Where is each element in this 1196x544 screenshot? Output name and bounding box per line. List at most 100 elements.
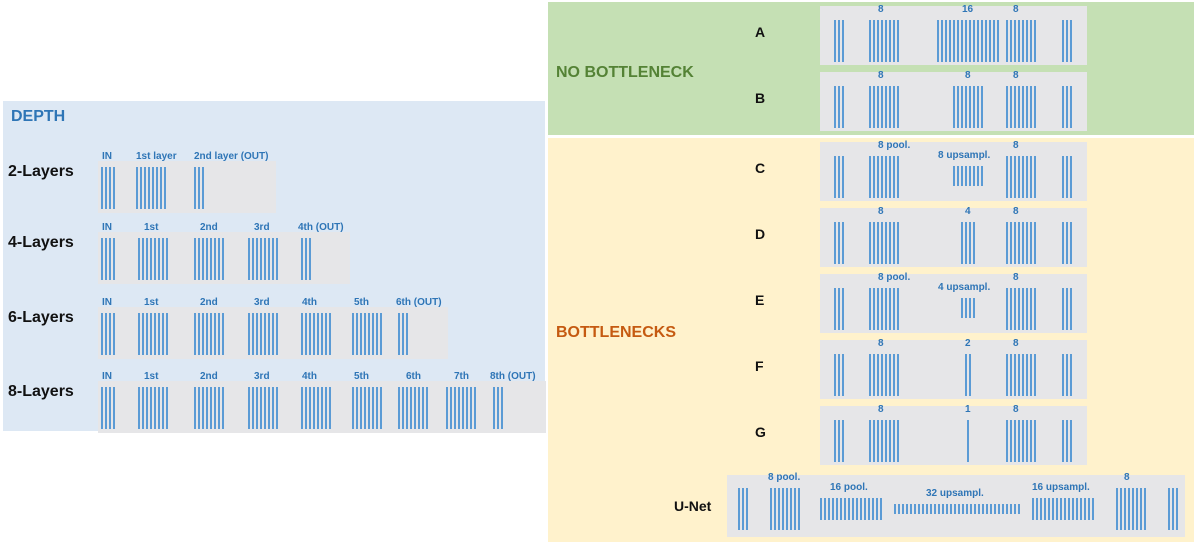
row-letter: A — [755, 24, 766, 40]
bar — [1052, 498, 1054, 520]
bar — [738, 488, 740, 530]
bar — [918, 504, 920, 514]
column-label: 2nd — [200, 222, 218, 233]
bar — [873, 288, 875, 330]
bar — [1066, 288, 1068, 330]
bar — [1022, 86, 1024, 128]
bar — [990, 504, 992, 514]
bar — [961, 20, 963, 62]
bar — [162, 387, 164, 429]
bar — [1172, 488, 1174, 530]
bar — [973, 222, 975, 264]
bar — [746, 488, 748, 530]
bar — [360, 387, 362, 429]
bar — [897, 354, 899, 396]
column-label: 8 — [1124, 472, 1130, 483]
bar — [470, 387, 472, 429]
bar — [1030, 156, 1032, 198]
layer-bars — [1062, 20, 1072, 62]
bar — [828, 498, 830, 520]
bar — [978, 504, 980, 514]
row-letter: U-Net — [674, 498, 712, 514]
column-label: 8 — [1013, 206, 1019, 217]
unet-diagram — [727, 475, 1185, 537]
bar — [446, 387, 448, 429]
bar — [834, 288, 836, 330]
network-diagram — [820, 274, 1087, 333]
column-label: 1st layer — [136, 151, 177, 162]
layer-bars — [953, 166, 983, 186]
bar — [154, 313, 156, 355]
column-label: 8 — [1013, 338, 1019, 349]
bar — [1034, 420, 1036, 462]
bar — [998, 504, 1000, 514]
layer-bars — [869, 354, 899, 396]
bar — [1034, 86, 1036, 128]
bar — [842, 86, 844, 128]
bar — [958, 504, 960, 514]
bar — [986, 504, 988, 514]
bar — [885, 288, 887, 330]
bar — [965, 20, 967, 62]
bar — [218, 387, 220, 429]
bar — [214, 238, 216, 280]
bar — [101, 238, 103, 280]
column-label: 16 upsampl. — [1032, 482, 1090, 493]
bar — [981, 86, 983, 128]
bar — [1010, 504, 1012, 514]
column-label: 8 — [878, 404, 884, 415]
column-label: 8 pool. — [878, 140, 911, 151]
bar — [1070, 222, 1072, 264]
layer-bars — [194, 313, 224, 355]
bar — [961, 222, 963, 264]
column-label: IN — [102, 151, 112, 162]
bar — [1066, 156, 1068, 198]
bar — [1006, 288, 1008, 330]
column-label: 1 — [965, 404, 971, 415]
bar — [138, 387, 140, 429]
bar — [1010, 222, 1012, 264]
bar — [222, 387, 224, 429]
column-label: 8 — [878, 338, 884, 349]
bar — [881, 86, 883, 128]
bar — [962, 504, 964, 514]
layer-bars — [248, 387, 278, 429]
network-diagram — [820, 208, 1087, 267]
bar — [965, 354, 967, 396]
column-label: 8 — [1013, 272, 1019, 283]
layer-bars — [194, 167, 204, 209]
bar — [268, 387, 270, 429]
bar — [402, 387, 404, 429]
bar — [166, 313, 168, 355]
bar — [1006, 222, 1008, 264]
layer-bars — [967, 420, 969, 462]
bar — [105, 238, 107, 280]
bar — [214, 387, 216, 429]
layer-bars — [869, 20, 899, 62]
bar — [860, 498, 862, 520]
bar — [1006, 156, 1008, 198]
network-diagram — [820, 406, 1087, 465]
bar — [210, 238, 212, 280]
bar — [869, 222, 871, 264]
bar — [450, 387, 452, 429]
bar — [881, 420, 883, 462]
bar — [985, 20, 987, 62]
layer-bars — [1062, 86, 1072, 128]
bar — [893, 20, 895, 62]
bar — [778, 488, 780, 530]
bar — [150, 387, 152, 429]
layer-bars — [834, 288, 844, 330]
bar — [970, 504, 972, 514]
bar — [260, 387, 262, 429]
column-label: 5th — [354, 297, 369, 308]
layer-bars — [248, 313, 278, 355]
bar — [1018, 420, 1020, 462]
bar — [105, 167, 107, 209]
bar — [965, 86, 967, 128]
bar — [218, 238, 220, 280]
bar — [842, 354, 844, 396]
bar — [798, 488, 800, 530]
